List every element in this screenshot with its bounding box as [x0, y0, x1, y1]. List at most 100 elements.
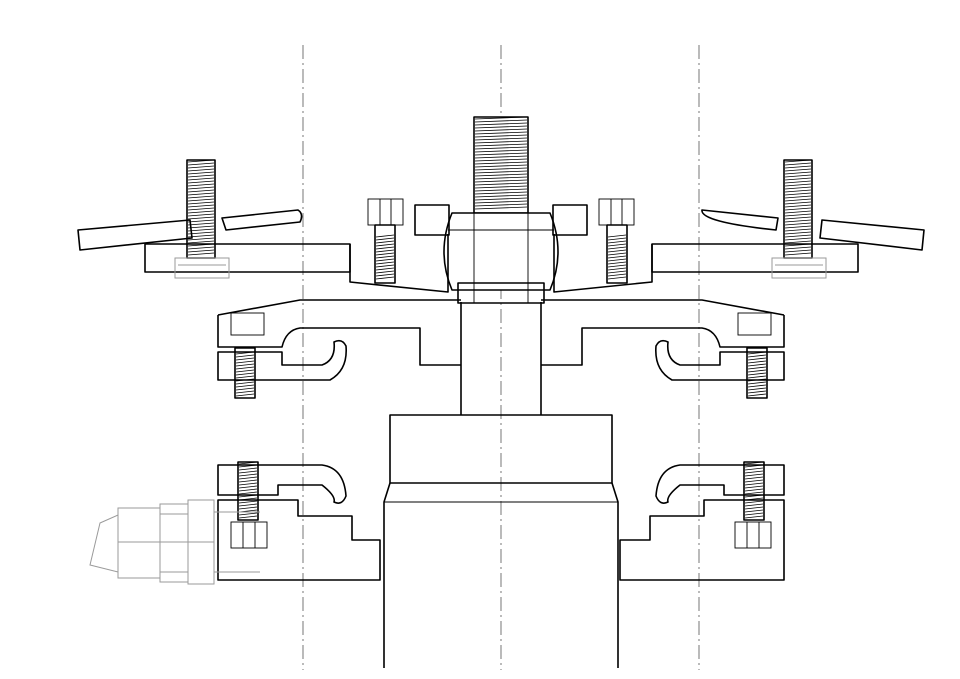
thread-line — [474, 161, 528, 165]
thread-line — [235, 366, 255, 370]
thread-line — [474, 143, 528, 147]
thread-line — [784, 198, 812, 202]
thread-line — [474, 137, 528, 141]
thread-line — [784, 234, 812, 238]
thread-line — [747, 363, 767, 367]
thread-line — [238, 515, 258, 519]
thread-line — [375, 240, 395, 244]
thread-line — [375, 255, 395, 259]
thread-line — [474, 116, 528, 120]
thread-line — [747, 357, 767, 361]
thread-line — [784, 204, 812, 208]
thread-line — [747, 378, 767, 382]
thread-line — [784, 231, 812, 235]
thread-line — [238, 497, 258, 501]
thread-line — [474, 203, 528, 207]
thread-line — [375, 252, 395, 256]
thread-line — [375, 264, 395, 268]
thread-line — [784, 237, 812, 241]
thread-line — [235, 369, 255, 373]
thread-line — [744, 476, 764, 480]
thread-line — [474, 134, 528, 138]
thread-line — [375, 237, 395, 241]
thread-line — [474, 194, 528, 198]
thread-line — [375, 261, 395, 265]
thread-line — [474, 131, 528, 135]
thread-line — [187, 231, 215, 235]
thread-line — [784, 183, 812, 187]
main-bolt — [443, 116, 559, 304]
thread-line — [744, 491, 764, 495]
nut-right — [598, 198, 635, 226]
thread-line — [474, 128, 528, 132]
nut-left — [367, 198, 404, 226]
thread-line — [238, 494, 258, 498]
thread-line — [744, 473, 764, 477]
thread-line — [607, 246, 627, 250]
thread-line — [375, 234, 395, 238]
thread-line — [474, 200, 528, 204]
thread-line — [607, 243, 627, 247]
thread-line — [474, 191, 528, 195]
thread-line — [474, 155, 528, 159]
thread-line — [187, 240, 215, 244]
thread-line — [744, 497, 764, 501]
thread-line — [784, 174, 812, 178]
thread-line — [744, 500, 764, 504]
thread-line — [784, 225, 812, 229]
thread-line — [474, 140, 528, 144]
upper-plate-left — [144, 198, 450, 293]
thread-line — [235, 390, 255, 394]
thread-line — [784, 246, 812, 250]
thread-line — [235, 381, 255, 385]
thread-line — [235, 387, 255, 391]
thread-line — [784, 189, 812, 193]
thread-line — [784, 252, 812, 256]
bolt-left-upper — [374, 224, 396, 284]
thread-line — [744, 482, 764, 486]
thread-line — [187, 216, 215, 220]
thread-line — [375, 270, 395, 274]
thread-line — [235, 363, 255, 367]
thread-line — [238, 470, 258, 474]
thread-line — [744, 506, 764, 510]
bolt-right-upper — [606, 224, 628, 284]
thread-line — [187, 207, 215, 211]
thread-line — [784, 165, 812, 169]
thread-line — [238, 461, 258, 465]
thread-line — [238, 464, 258, 468]
thread-line — [235, 393, 255, 397]
thread-line — [187, 252, 215, 256]
ball-joint — [443, 212, 559, 291]
clamp-block-right — [552, 204, 588, 236]
thread-line — [744, 488, 764, 492]
thread-line — [187, 204, 215, 208]
thread-line — [747, 372, 767, 376]
thread-line — [784, 240, 812, 244]
thread-line — [784, 186, 812, 190]
thread-line — [744, 503, 764, 507]
thread-line — [235, 357, 255, 361]
thread-line — [607, 240, 627, 244]
wrench-socket-hidden — [89, 499, 260, 585]
thread-line — [744, 485, 764, 489]
thread-line — [784, 228, 812, 232]
thread-line — [235, 354, 255, 358]
main-bolt-thread — [474, 116, 528, 210]
thread-line — [187, 168, 215, 172]
middle-jaw-left — [217, 339, 347, 399]
thread-line — [235, 375, 255, 379]
thread-line — [187, 177, 215, 181]
thread-line — [187, 183, 215, 187]
thread-line — [744, 494, 764, 498]
thread-line — [187, 237, 215, 241]
thread-line — [187, 165, 215, 169]
thread-line — [474, 146, 528, 150]
thread-line — [187, 210, 215, 214]
thread-line — [744, 512, 764, 516]
thread-line — [747, 360, 767, 364]
thread-line — [474, 173, 528, 177]
thread-line — [375, 273, 395, 277]
thread-line — [238, 506, 258, 510]
thread-line — [238, 485, 258, 489]
